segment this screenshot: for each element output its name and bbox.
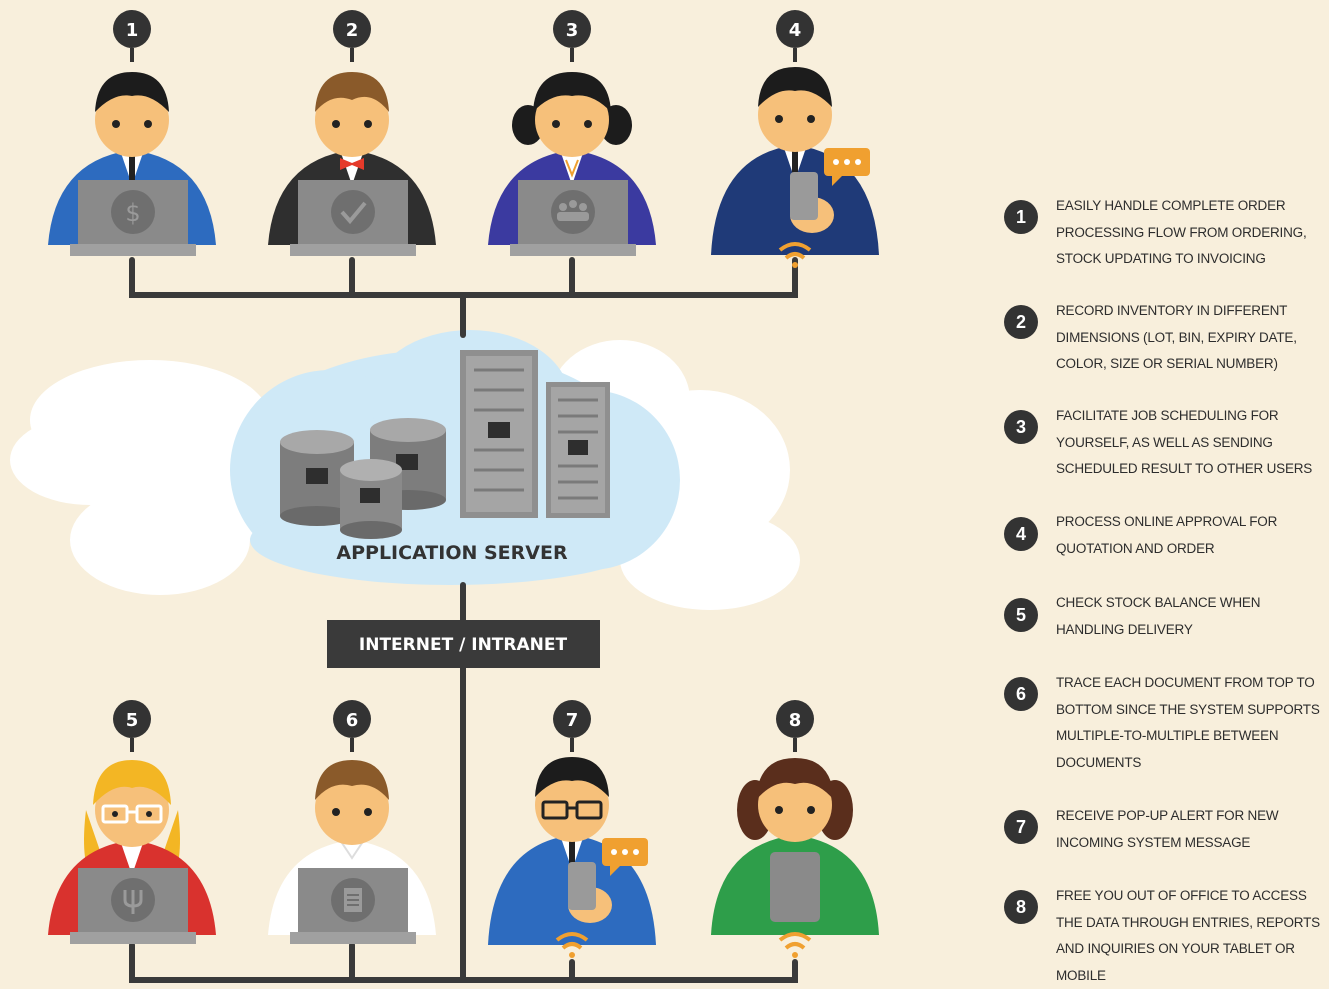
user-6: 6 xyxy=(268,700,436,944)
legend-text: FREE YOU OUT OF OFFICE TO ACCESS THE DAT… xyxy=(1056,888,1320,983)
hair xyxy=(95,72,169,112)
legend-text: EASILY HANDLE COMPLETE ORDER PROCESSING … xyxy=(1056,198,1307,266)
user-8: 8 xyxy=(711,700,879,958)
user-1: 1 $ xyxy=(48,10,216,256)
hair xyxy=(315,72,389,112)
legend-number-badge: 3 xyxy=(1004,410,1038,444)
legend-text: PROCESS ONLINE APPROVAL FOR QUOTATION AN… xyxy=(1056,514,1278,556)
glasses-icon xyxy=(101,804,163,824)
server-rack-icon xyxy=(546,382,610,518)
user-number: 4 xyxy=(789,20,802,41)
hair xyxy=(533,72,611,112)
user-7: 7 xyxy=(488,700,656,958)
legend-number-badge: 5 xyxy=(1004,598,1038,632)
legend-number-badge: 4 xyxy=(1004,517,1038,551)
number-badge xyxy=(776,10,814,48)
bowtie xyxy=(340,158,364,170)
wifi-icon xyxy=(555,932,589,950)
database-icon xyxy=(280,430,354,526)
phone-icon xyxy=(568,862,596,910)
legend-text: RECORD INVENTORY IN DIFFERENT DIMENSIONS… xyxy=(1056,303,1297,371)
face xyxy=(535,83,609,157)
feature-legend: 1 EASILY HANDLE COMPLETE ORDER PROCESSIN… xyxy=(1000,0,1325,985)
legend-number-badge: 1 xyxy=(1004,200,1038,234)
number-badge xyxy=(113,700,151,738)
hair xyxy=(315,760,389,800)
glasses-icon xyxy=(541,800,603,820)
face xyxy=(758,78,832,152)
user-number: 1 xyxy=(126,20,139,41)
wifi-icon xyxy=(778,242,812,260)
number-badge xyxy=(776,700,814,738)
server-rack-icon xyxy=(460,350,538,518)
checkmark-icon xyxy=(331,190,375,234)
number-badge xyxy=(333,10,371,48)
wifi-icon xyxy=(778,932,812,950)
network-lines xyxy=(129,257,798,983)
legend-number-badge: 6 xyxy=(1004,677,1038,711)
legend-number-badge: 7 xyxy=(1004,810,1038,844)
legend-text: TRACE EACH DOCUMENT FROM TOP TO BOTTOM S… xyxy=(1056,675,1320,770)
user-number: 6 xyxy=(346,710,359,731)
user-number: 2 xyxy=(346,20,359,41)
network-diagram: APPLICATION SERVER INTERNET / INTRANET 1… xyxy=(10,10,879,983)
dollar-icon xyxy=(111,190,155,234)
tablet-icon xyxy=(770,852,820,922)
database-icon xyxy=(340,459,402,539)
hair xyxy=(758,67,832,107)
face xyxy=(535,768,609,842)
phone-icon xyxy=(790,172,818,220)
legend-text: RECEIVE POP-UP ALERT FOR NEW INCOMING SY… xyxy=(1056,808,1279,850)
user-number: 7 xyxy=(566,710,579,731)
legend-number-badge: 8 xyxy=(1004,890,1038,924)
server-label: APPLICATION SERVER xyxy=(336,542,568,564)
user-number: 5 xyxy=(126,710,139,731)
legend-text: FACILITATE JOB SCHEDULING FOR YOURSELF, … xyxy=(1056,408,1313,476)
face xyxy=(95,83,169,157)
user-3: 3 xyxy=(488,10,656,256)
number-badge xyxy=(333,700,371,738)
number-badge xyxy=(553,10,591,48)
face xyxy=(95,773,169,847)
face xyxy=(315,771,389,845)
face xyxy=(758,768,832,842)
face xyxy=(315,83,389,157)
user-5: 5 xyxy=(48,700,216,944)
network-box: INTERNET / INTRANET xyxy=(327,620,600,668)
hair xyxy=(93,760,171,805)
hair xyxy=(756,758,834,800)
server-racks xyxy=(460,350,610,518)
user-number: 8 xyxy=(789,710,802,731)
user-number: 3 xyxy=(566,20,579,41)
user-2: 2 xyxy=(268,10,436,256)
number-badge xyxy=(553,700,591,738)
number-badge xyxy=(113,10,151,48)
network-label: INTERNET / INTRANET xyxy=(359,635,568,655)
legend-text: CHECK STOCK BALANCE WHEN HANDLING DELIVE… xyxy=(1056,595,1261,637)
svg-text:$: $ xyxy=(125,199,140,227)
hair xyxy=(535,757,609,797)
legend-number-badge: 2 xyxy=(1004,305,1038,339)
user-4: 4 xyxy=(711,10,879,268)
database-cylinders xyxy=(280,418,446,539)
